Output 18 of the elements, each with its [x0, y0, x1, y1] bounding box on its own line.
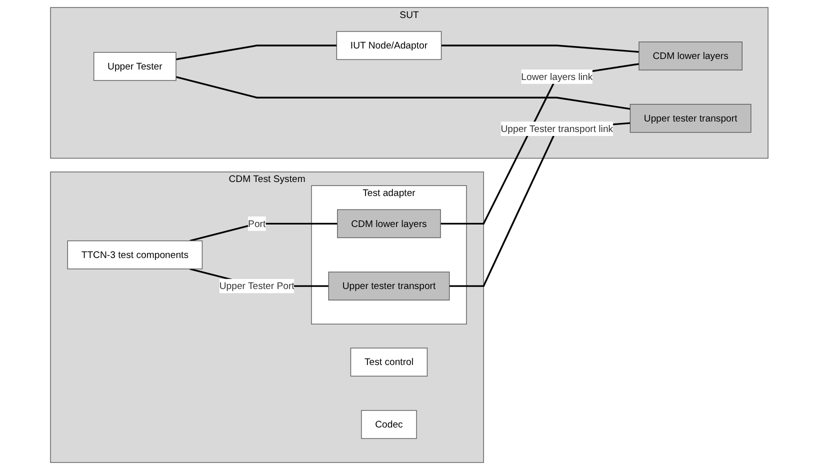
node-box: Upper Tester — [94, 52, 177, 81]
connector — [440, 63, 640, 225]
edge-label: Port — [248, 218, 266, 229]
node-box: Test control — [350, 348, 428, 376]
connector — [176, 44, 337, 60]
node-box: CDM lower layers — [638, 42, 743, 70]
edge-label: Upper Tester transport link — [500, 122, 614, 134]
node-box: TTCN-3 test components — [68, 240, 203, 270]
connector — [441, 44, 640, 53]
node-box: CDM lower layers — [337, 209, 442, 238]
node-box: Upper tester transport — [328, 272, 450, 300]
node-box: Upper tester transport — [630, 104, 752, 133]
edge-label: Upper Tester Port — [220, 280, 295, 292]
edge-label: Lower layers link — [521, 70, 593, 82]
connector — [176, 76, 631, 110]
connector — [190, 222, 338, 242]
node-box: IUT Node/Adaptor — [336, 31, 442, 60]
node-box: Codec — [361, 410, 418, 439]
